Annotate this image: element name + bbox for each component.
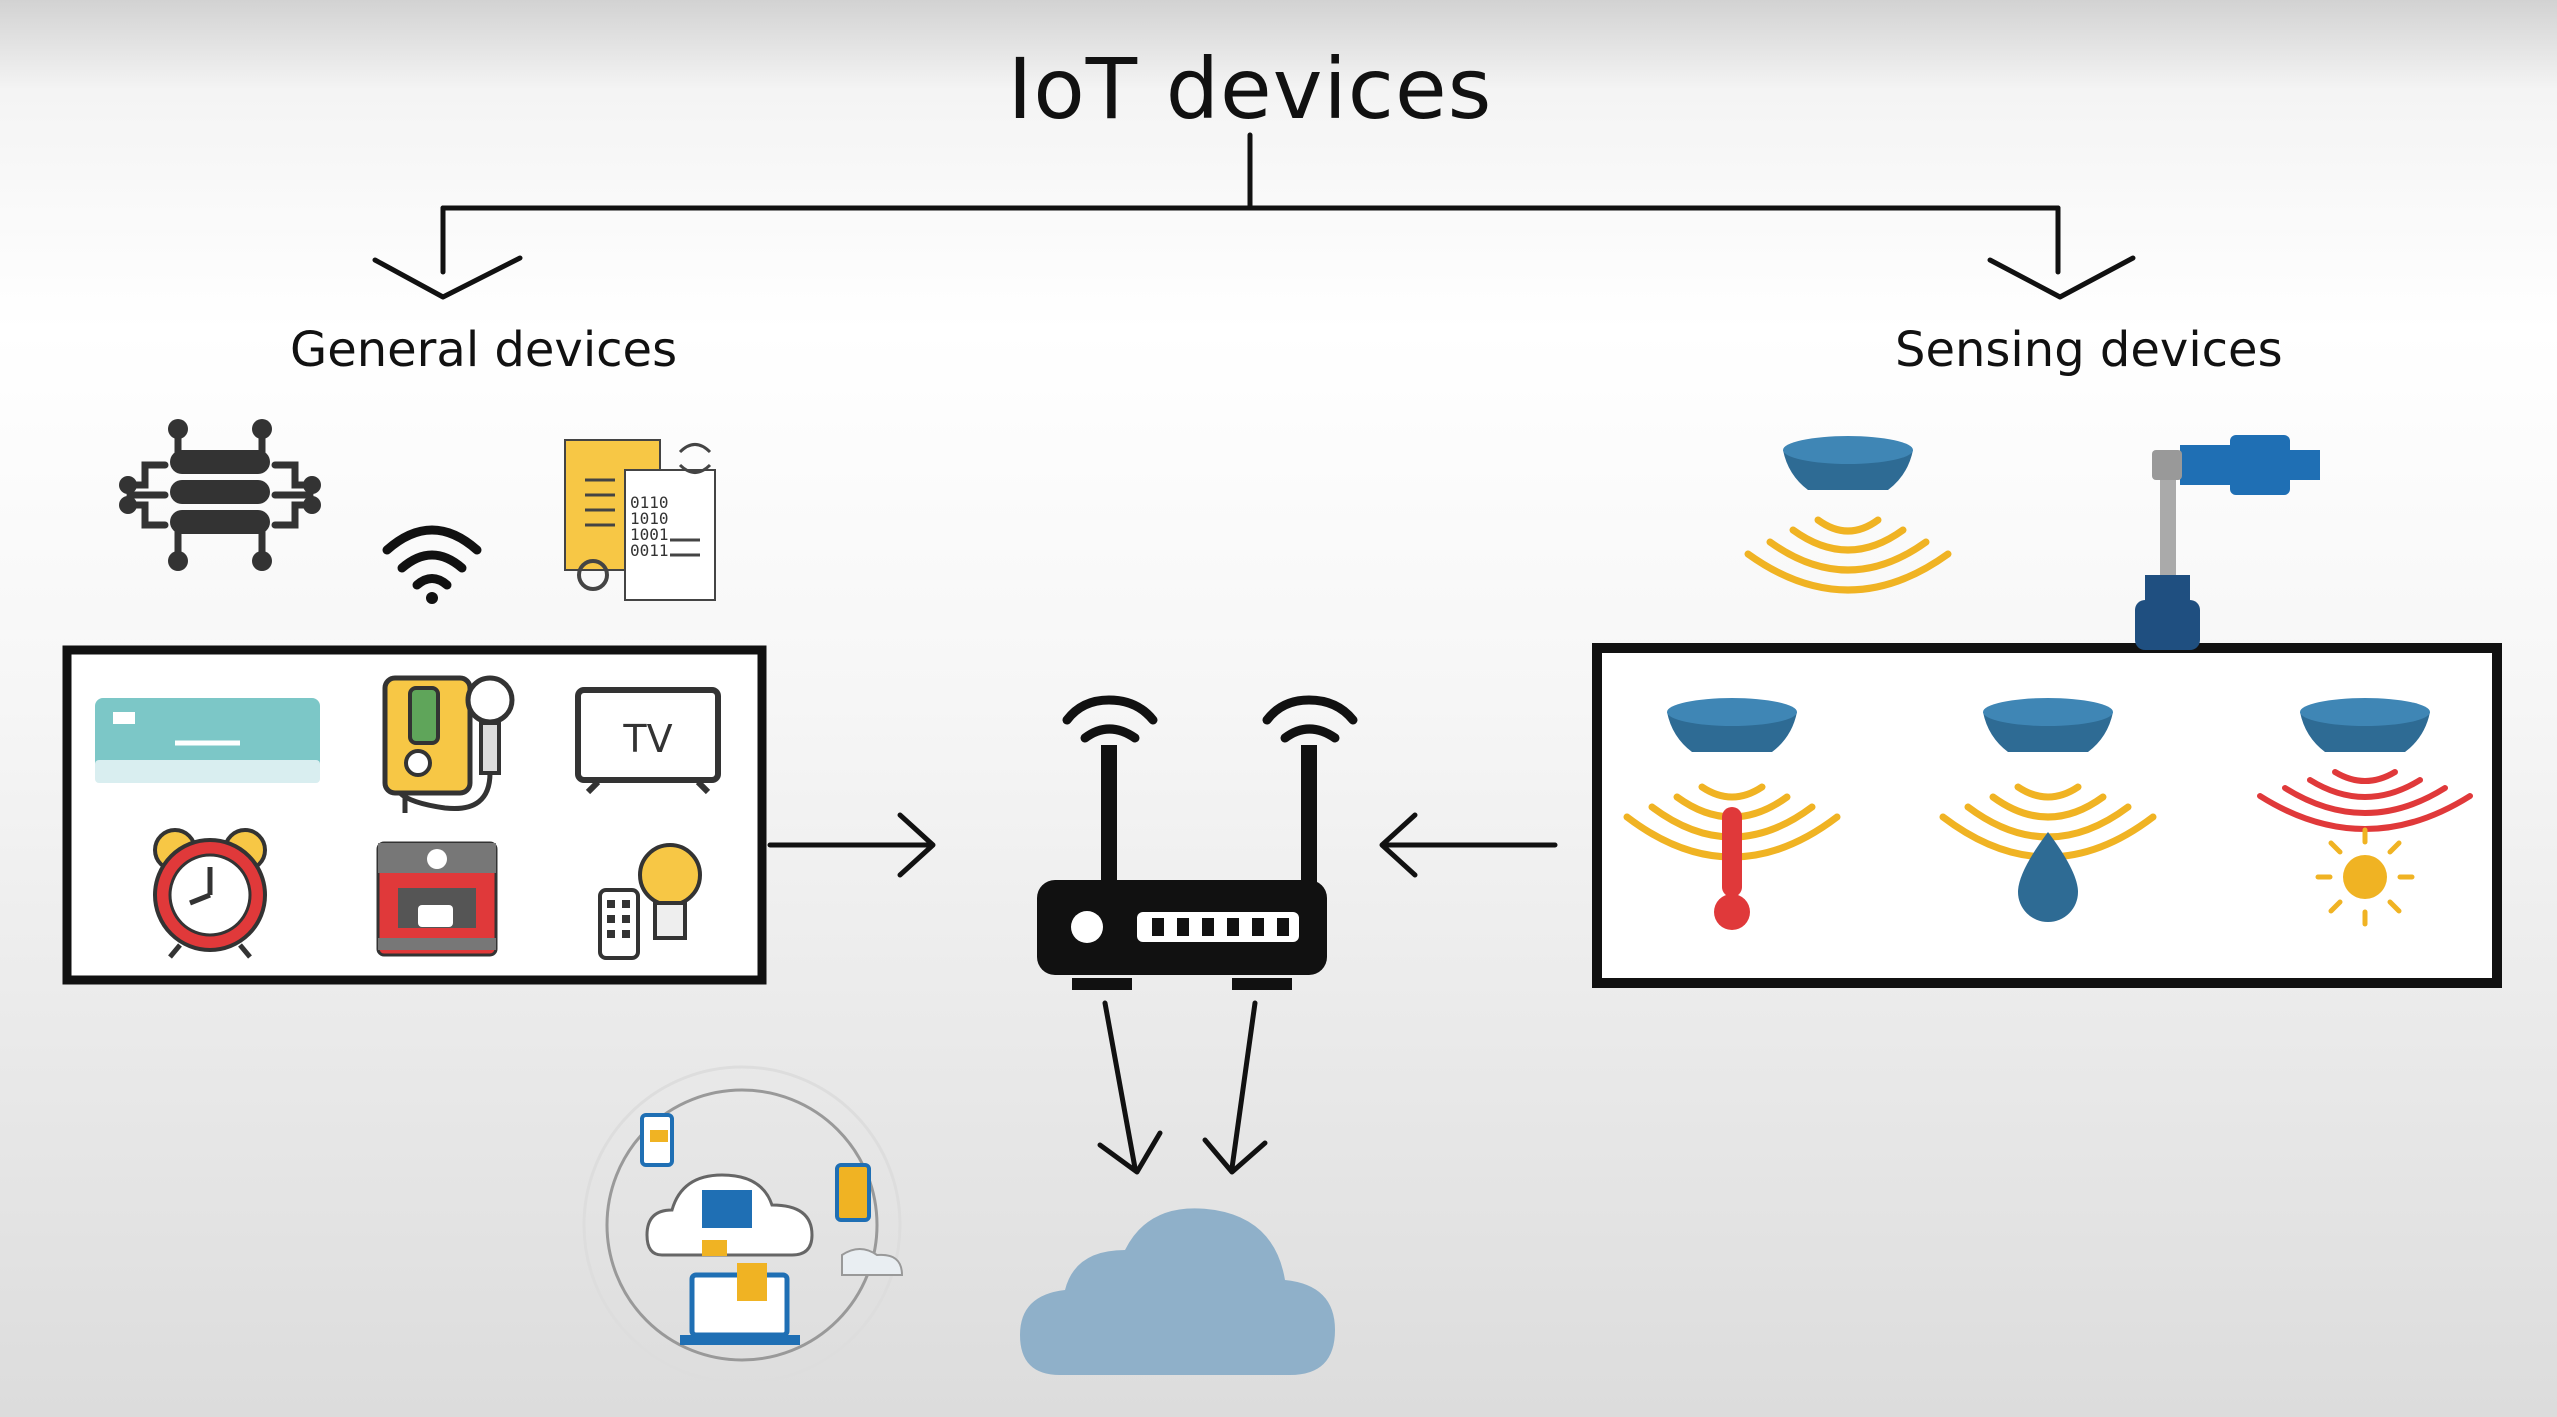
sensing-devices-label: Sensing devices	[1895, 322, 2283, 378]
general-to-router-arrow	[767, 812, 936, 878]
svg-text:0110: 0110	[630, 493, 669, 512]
tv-icon: TV	[575, 687, 721, 795]
control-valve-icon	[2135, 435, 2320, 650]
data-documents-icon: 0110 1010 1001 0011	[564, 439, 716, 601]
svg-text:1010: 1010	[630, 509, 669, 528]
alarm-clock-icon	[153, 828, 267, 959]
svg-text:0011: 0011	[630, 541, 669, 560]
signal-sensor-icon	[1744, 436, 1952, 594]
svg-text:1001: 1001	[630, 525, 669, 544]
water-heater-icon	[382, 675, 515, 813]
tv-label: TV	[622, 717, 672, 761]
database-chip-icon	[119, 419, 321, 571]
coffee-machine-icon	[376, 841, 498, 957]
general-devices-label: General devices	[290, 322, 678, 378]
humidity-sensor-icon	[1939, 698, 2157, 922]
smart-bulb-remote-icon	[598, 843, 702, 960]
air-conditioner-icon	[95, 698, 320, 783]
page-title: IoT devices	[1007, 40, 1493, 138]
router-to-cloud-arrows	[1097, 1000, 1268, 1175]
wifi-icon	[382, 525, 482, 604]
sensing-to-router-arrow	[1379, 812, 1558, 878]
cloud-icon	[1020, 1208, 1335, 1375]
cloud-sync-icon	[582, 1065, 904, 1385]
router-icon	[1037, 695, 1358, 990]
light-sensor-icon	[2257, 698, 2473, 927]
tree-connector	[372, 132, 2136, 300]
temperature-sensor-icon	[1623, 698, 1841, 930]
